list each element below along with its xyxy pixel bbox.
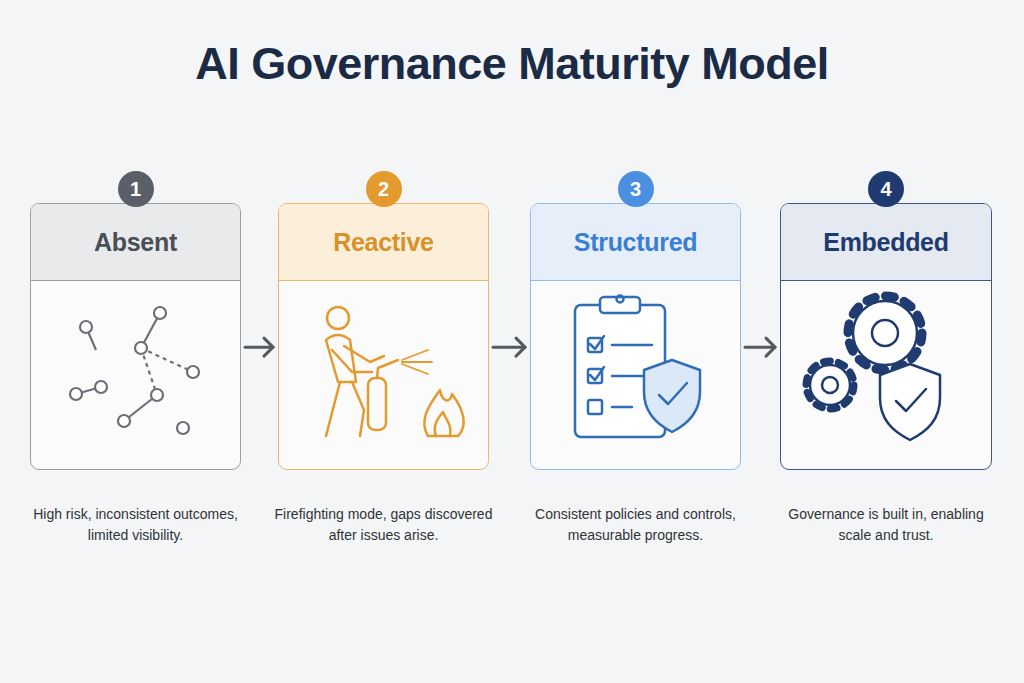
arrow-shaft [493,346,525,349]
stage-label: Structured [574,228,697,257]
step-number-badge: 3 [618,171,654,207]
arrow-head [516,338,525,356]
step-number: 4 [880,178,891,201]
card-header: Reactive [279,204,488,281]
stage-description: Firefighting mode, gaps discovered after… [273,504,494,546]
flow-arrow [745,338,775,356]
stage-card: StructuredConsistent policies and contro… [530,203,741,470]
stage-label: Embedded [823,228,948,257]
stage-card: EmbeddedGovernance is built in, enabling… [780,203,992,470]
card-header: Structured [531,204,740,281]
stage-description: Governance is built in, enabling scale a… [775,504,997,546]
stage-label: Absent [94,228,177,257]
stage-card: ReactiveFirefighting mode, gaps discover… [278,203,489,470]
flow-arrow [245,338,273,356]
diagram-title: AI Governance Maturity Model [0,38,1024,90]
step-number-badge: 2 [366,171,402,207]
stage-card: AbsentHigh risk, inconsistent outcomes, … [30,203,241,470]
arrow-head [264,338,273,356]
arrow-shaft [245,346,273,349]
step-number: 3 [630,178,641,201]
stage-description: High risk, inconsistent outcomes, limite… [25,504,246,546]
stage-description: Consistent policies and controls, measur… [525,504,746,546]
step-number-badge: 4 [868,171,904,207]
step-number: 1 [130,178,141,201]
flow-arrow [493,338,525,356]
arrow-shaft [745,346,775,349]
card-header: Embedded [781,204,991,281]
step-number: 2 [378,178,389,201]
arrow-head [766,338,775,356]
step-number-badge: 1 [118,171,154,207]
stage-label: Reactive [333,228,433,257]
card-header: Absent [31,204,240,281]
